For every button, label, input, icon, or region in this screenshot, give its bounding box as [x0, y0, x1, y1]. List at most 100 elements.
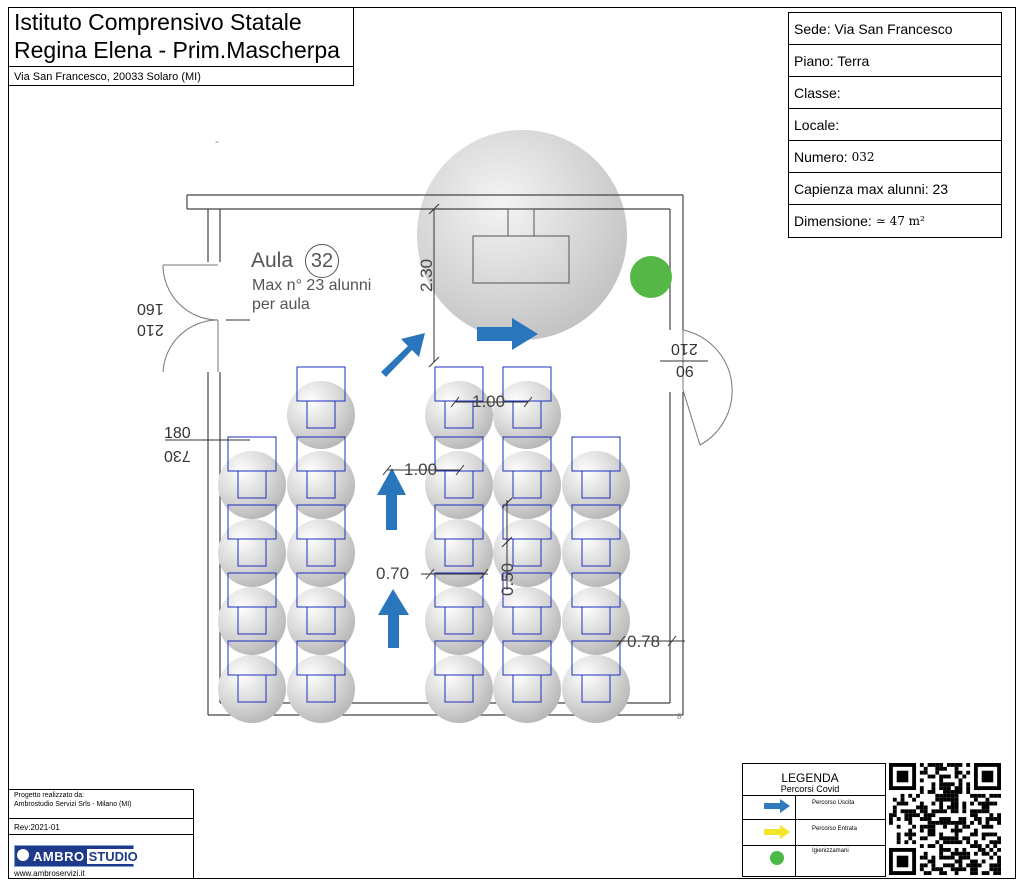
student-desk: [227, 572, 277, 635]
student-distance-circle: [425, 519, 493, 587]
student-desk: [502, 436, 552, 499]
student-distance-circle: [287, 655, 355, 723]
student-distance-circle: [287, 451, 355, 519]
info-dimensione: Dimensione: ≃ 47 m²: [789, 205, 1001, 237]
info-sede: Sede: Via San Francesco: [789, 13, 1001, 45]
door-right-width: 90: [676, 362, 694, 379]
student-distance-circle: [218, 451, 286, 519]
credits-divider: [8, 834, 194, 835]
exit-arrow-up-2: [378, 589, 409, 648]
student-desk: [571, 572, 621, 635]
logo-text-b: STUDIO: [86, 848, 140, 864]
title-block: [8, 7, 354, 86]
exit-path-arrows: [377, 318, 538, 648]
student-desk: [571, 504, 621, 567]
door-left-upper-width: 160: [137, 300, 164, 317]
room-number: 32: [305, 244, 339, 278]
student-desk: [502, 572, 552, 635]
info-numero: Numero: 032: [789, 141, 1001, 173]
credits-divider: [8, 818, 194, 819]
legend-divider: [742, 795, 886, 796]
small-mark: 8: [677, 712, 682, 721]
student-distance-circle: [493, 519, 561, 587]
dim-teacher-zone: 2.30: [417, 258, 436, 292]
legend-item-sanitizer: Igienizzamani: [812, 848, 849, 854]
title-divider: [8, 66, 354, 67]
door-right: [682, 329, 733, 446]
school-address: Via San Francesco, 20033 Solaro (MI): [14, 71, 201, 83]
door-left-upper-height: 210: [137, 321, 164, 338]
student-desk: [296, 572, 346, 635]
blue-arrow-icon: [764, 799, 790, 813]
logo-sun-icon: [17, 849, 29, 861]
room-capacity: Max n° 23 alunni: [252, 277, 372, 294]
info-classe: Classe:: [789, 77, 1001, 109]
exit-arrow-diagonal: [381, 333, 425, 377]
legend-title: LEGENDA: [781, 771, 839, 785]
yellow-arrow-icon: [764, 825, 790, 839]
drawing-frame: [8, 7, 1016, 879]
legend-column-divider: [795, 795, 796, 877]
logo-text-a: AMBRO: [33, 848, 85, 864]
info-capienza: Capienza max alunni: 23: [789, 173, 1001, 205]
qr-code: [889, 763, 1001, 875]
dim-aisle-top: 1.00: [472, 392, 506, 411]
student-distance-circle: [493, 381, 561, 449]
student-distance-circle: [425, 381, 493, 449]
student-desk: [227, 504, 277, 567]
door-left-lower-height: 180: [164, 425, 191, 442]
legend-item-entry: Percorso Entrata: [812, 826, 858, 832]
student-distance-circle: [425, 587, 493, 655]
info-piano: Piano: Terra: [789, 45, 1001, 77]
student-desk: [296, 366, 346, 429]
student-distance-circle: [493, 655, 561, 723]
student-distance-circle: [218, 519, 286, 587]
dim-row-gap: 0.50: [498, 562, 517, 596]
student-distance-circle: [562, 519, 630, 587]
room-name: Aula: [251, 249, 294, 272]
student-distance-circle: [562, 451, 630, 519]
student-desks: [227, 366, 621, 703]
teacher-distance-circle: [417, 130, 627, 340]
student-desk: [434, 640, 484, 703]
legend-box: [742, 763, 886, 877]
revision: Rev:2021-01: [14, 823, 60, 832]
door-left: [162, 264, 219, 373]
student-distance-circle: [562, 587, 630, 655]
website: www.ambroservizi.it: [14, 869, 85, 878]
student-distance-circle: [287, 381, 355, 449]
teacher-desk: [472, 208, 570, 284]
student-distance-circle: [493, 587, 561, 655]
green-dot-icon: [770, 851, 784, 865]
student-desk: [502, 504, 552, 567]
tick-mark: -: [215, 134, 219, 148]
student-distance-circle: [425, 451, 493, 519]
exit-arrow-up-1: [377, 468, 406, 530]
dim-left-gap: 0.70: [376, 564, 410, 583]
student-desk: [227, 640, 277, 703]
student-distance-circle: [493, 451, 561, 519]
exit-arrow-top-right: [477, 318, 538, 350]
room-capacity-note: per aula: [252, 296, 310, 313]
dim-aisle-mid: 1.00: [404, 460, 438, 479]
student-desk: [502, 366, 552, 429]
student-distance-circle: [218, 655, 286, 723]
student-desk: [296, 640, 346, 703]
student-desk: [502, 640, 552, 703]
info-numero-value: 032: [851, 149, 875, 164]
student-desk: [227, 436, 277, 499]
legend-item-exit: Percorso Uscita: [812, 800, 855, 806]
door-left-lower-width: 730: [164, 447, 191, 464]
credits-line2: Ambrostudio Servizi Srls - Milano (MI): [14, 801, 132, 808]
legend-divider: [742, 845, 886, 846]
school-name: Istituto Comprensivo Statale: [14, 9, 302, 35]
student-distance-circle: [218, 587, 286, 655]
student-desk: [434, 504, 484, 567]
student-desk: [571, 436, 621, 499]
student-desk: [296, 436, 346, 499]
student-distance-circle: [287, 587, 355, 655]
dimension-lines: [165, 203, 708, 647]
student-distance-circles: [218, 381, 630, 723]
